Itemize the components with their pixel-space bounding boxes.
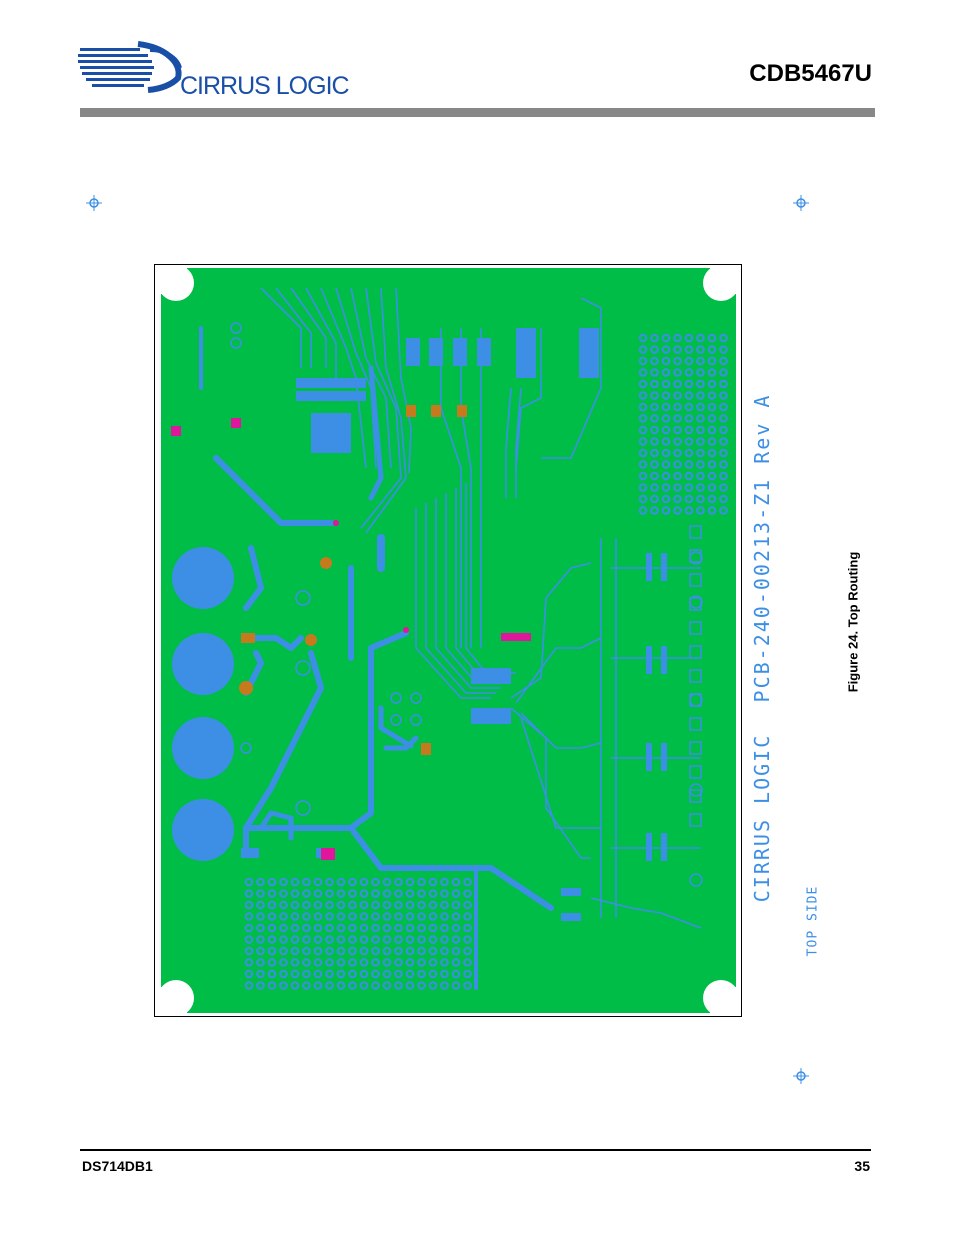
silkscreen-part-number: PCB-240-00213-Z1 Rev A bbox=[750, 393, 774, 703]
header-rule bbox=[80, 108, 875, 117]
document-title: CDB5467U bbox=[749, 60, 872, 87]
registration-mark-icon bbox=[793, 195, 809, 211]
logo-text: CIRRUS LOGIC bbox=[180, 72, 350, 100]
footer-doc-id: DS714DB1 bbox=[82, 1158, 153, 1174]
figure-caption: Figure 24. Top Routing bbox=[845, 551, 861, 693]
silkscreen-brand: CIRRUS LOGIC bbox=[750, 733, 774, 903]
registration-mark-icon bbox=[86, 195, 102, 211]
footer-page-number: 35 bbox=[854, 1158, 870, 1174]
footer-rule bbox=[80, 1149, 871, 1151]
registration-mark-icon bbox=[793, 1068, 809, 1084]
cirrus-logic-logo-icon bbox=[78, 41, 182, 93]
pcb-top-routing-image bbox=[161, 268, 736, 1013]
silkscreen-side-label: TOP SIDE bbox=[805, 885, 821, 957]
